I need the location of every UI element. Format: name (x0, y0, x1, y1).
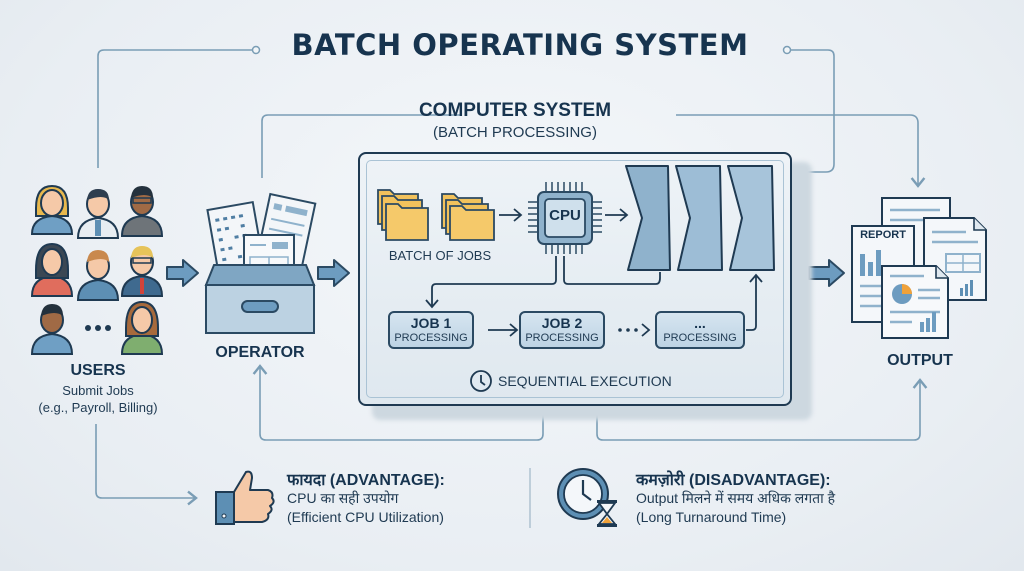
user-icon (76, 189, 120, 239)
job-title: JOB 2 (541, 315, 583, 331)
processing-pipeline-icon (625, 165, 775, 271)
users-group-icon (30, 184, 164, 355)
title-to-users-line (97, 49, 253, 168)
job-2-box: JOB 2 PROCESSING (519, 311, 605, 349)
output-title: OUTPUT (887, 352, 953, 369)
user-icon (120, 186, 164, 237)
system-to-output-bottom-line (596, 378, 928, 441)
user-icon (120, 246, 164, 297)
system-to-output-line (676, 114, 926, 188)
advantage-line2: (Efficient CPU Utilization) (287, 509, 444, 525)
job-status: PROCESSING (394, 332, 468, 344)
title-to-system-line (790, 49, 835, 173)
sequential-execution-label: SEQUENTIAL EXECUTION (498, 373, 672, 389)
cpu-chip-icon (528, 182, 602, 254)
operator-tray-icon (204, 192, 317, 334)
pipeline-stage (675, 165, 723, 271)
pipeline-stage (727, 165, 775, 271)
arrow-right-icon (499, 208, 523, 222)
batch-of-jobs-label: BATCH OF JOBS (388, 248, 492, 263)
user-icon (30, 304, 74, 355)
users-line2: (e.g., Payroll, Billing) (38, 400, 158, 415)
arrow-right-icon (605, 208, 629, 222)
job-1-box: JOB 1 PROCESSING (388, 311, 474, 349)
user-icon (76, 250, 120, 301)
system-to-output-arrow-icon (808, 259, 845, 287)
batch-folders-icon (377, 189, 495, 241)
pipeline-stage (625, 165, 671, 271)
disadvantage-title: कमज़ोरी (DISADVANTAGE): (636, 472, 831, 489)
clock-hourglass-icon (557, 468, 617, 527)
job-title: JOB 1 (410, 315, 452, 331)
title-left-node (251, 45, 261, 55)
cpu-label: CPU (549, 207, 581, 224)
users-line1: Submit Jobs (62, 383, 134, 398)
disadvantage-line2: (Long Turnaround Time) (636, 509, 787, 525)
hourglass-icon (597, 500, 617, 527)
output-reports-icon (851, 197, 987, 339)
disadvantage-line1: Output मिलने में समय अधिक लगता है (636, 490, 836, 506)
operator-to-system-arrow-icon (317, 259, 350, 287)
user-icon (120, 300, 164, 355)
job-title: ... (694, 315, 706, 331)
computer-system-subtitle: (BATCH PROCESSING) (433, 124, 597, 141)
ellipsis-dots (85, 325, 111, 331)
advantage-title: फायदा (ADVANTAGE): (287, 472, 445, 489)
report-label: REPORT (860, 229, 906, 241)
system-back-to-operator-line (252, 364, 544, 441)
diagram-title: BATCH OPERATING SYSTEM (291, 28, 749, 62)
inner-flow-lines (425, 256, 763, 337)
users-to-operator-arrow-icon (166, 259, 199, 287)
system-box-inner-border (366, 160, 784, 398)
advantage-line1: CPU का सही उपयोग (287, 490, 399, 506)
users-title: USERS (70, 362, 126, 379)
users-to-advantage-line (95, 424, 198, 506)
thumbs-up-icon (215, 470, 275, 525)
user-icon (30, 242, 74, 297)
operator-title: OPERATOR (215, 344, 305, 361)
job-n-box: ... PROCESSING (655, 311, 745, 349)
system-to-operator-line (261, 114, 462, 178)
user-icon (30, 184, 74, 235)
folder-stack-icon (377, 189, 429, 241)
folder-stack-icon (441, 193, 495, 241)
clock-icon (470, 370, 492, 392)
job-status: PROCESSING (663, 332, 737, 344)
job-status: PROCESSING (525, 332, 599, 344)
computer-system-title: COMPUTER SYSTEM (418, 100, 612, 121)
title-right-node (782, 45, 792, 55)
